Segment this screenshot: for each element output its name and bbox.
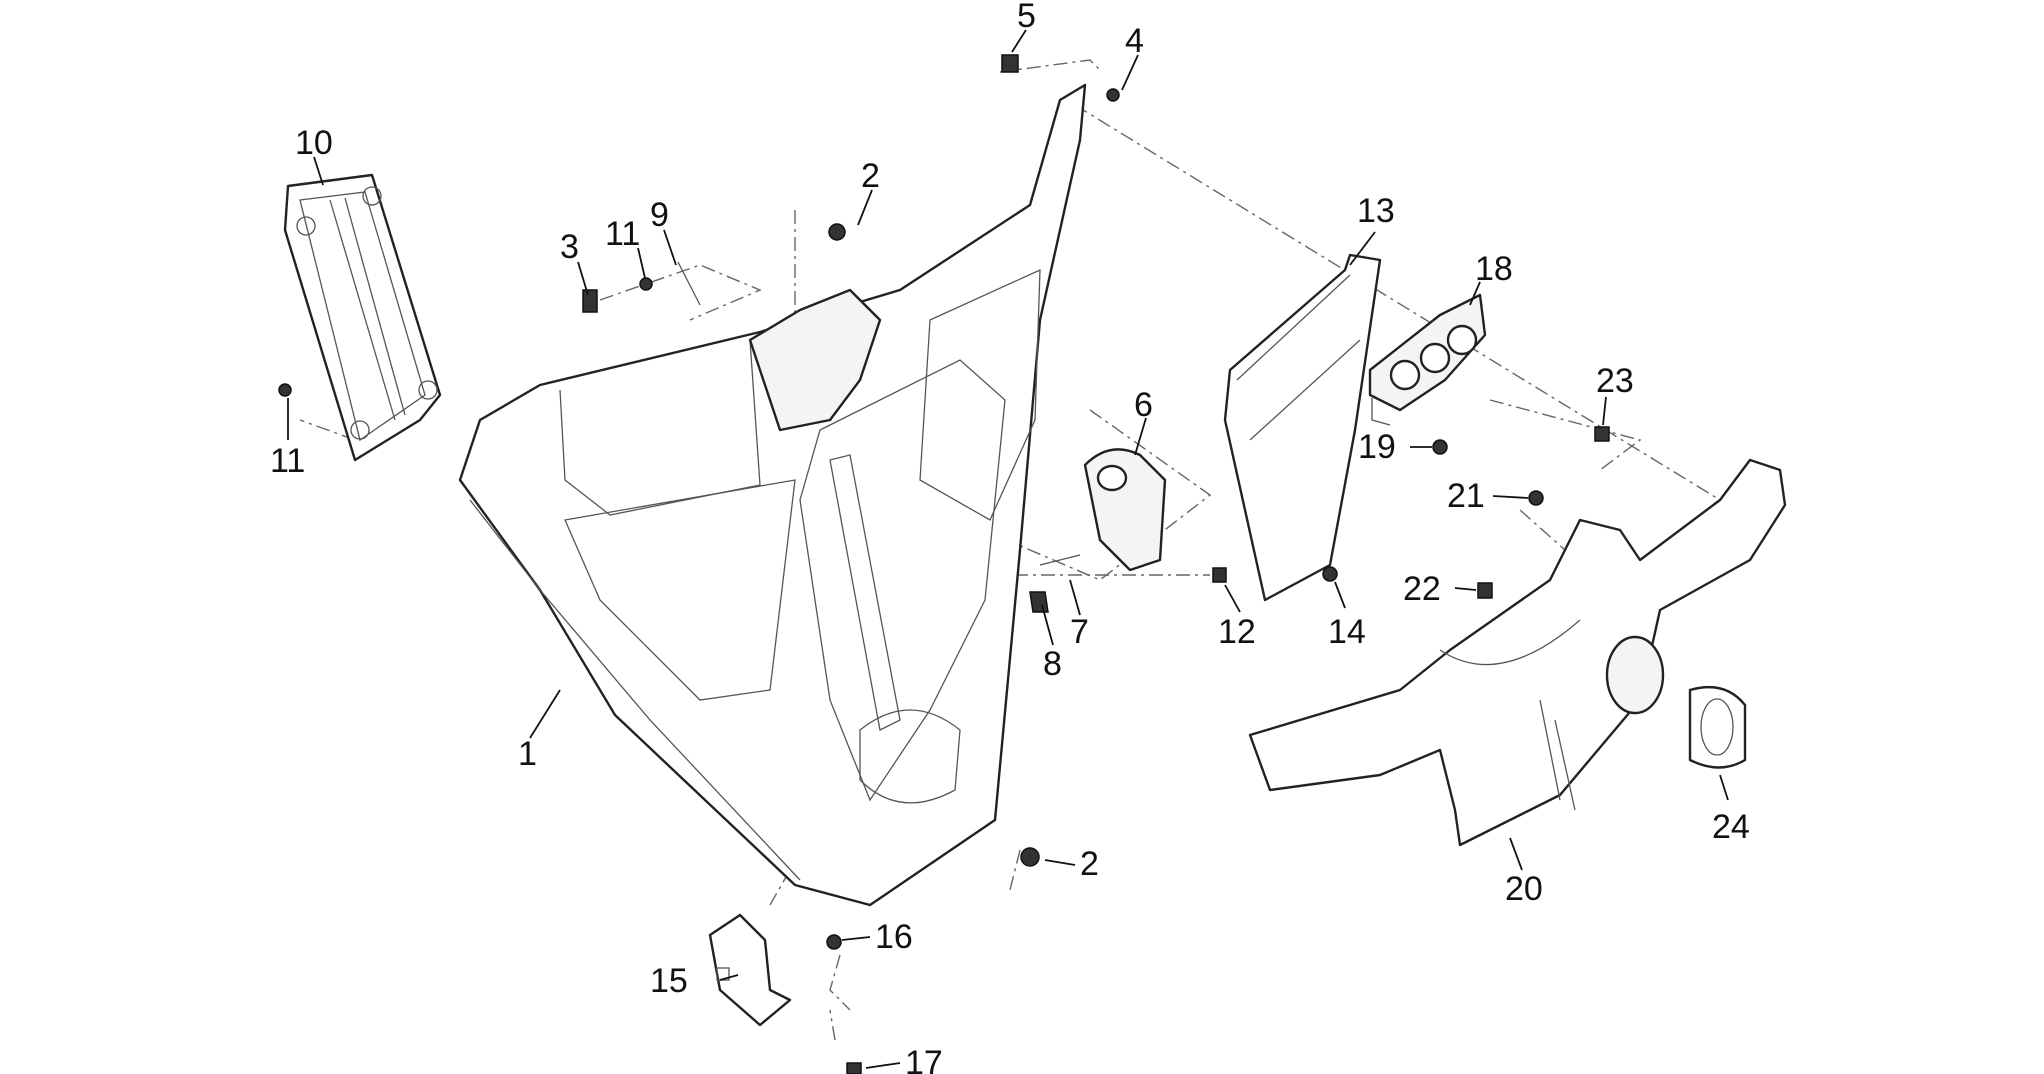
callout-10: 10 xyxy=(295,124,333,162)
callout-15: 15 xyxy=(650,962,688,1000)
callout-1: 1 xyxy=(518,735,537,773)
leader-lines xyxy=(287,29,1729,1069)
part-10-grille-panel xyxy=(283,173,442,462)
callout-labels: 1 2 2 3 4 5 6 7 8 9 10 11 11 12 13 14 15… xyxy=(270,0,1750,1074)
callout-7: 7 xyxy=(1070,613,1089,651)
callout-24: 24 xyxy=(1712,808,1750,846)
part-24-ignition-ring xyxy=(1688,686,1747,769)
callout-11-top: 11 xyxy=(605,215,640,253)
callout-4: 4 xyxy=(1125,22,1144,60)
callout-17: 17 xyxy=(905,1044,943,1074)
callout-5: 5 xyxy=(1017,0,1036,35)
part-13-side-cover xyxy=(1223,253,1382,602)
callout-21: 21 xyxy=(1447,477,1485,515)
callout-16: 16 xyxy=(875,918,913,956)
part-6-bracket xyxy=(1083,448,1167,572)
callout-6: 6 xyxy=(1134,386,1153,424)
callout-19: 19 xyxy=(1358,428,1396,466)
callout-2-lower: 2 xyxy=(1080,845,1099,883)
callout-22: 22 xyxy=(1403,570,1441,608)
callout-20: 20 xyxy=(1505,870,1543,908)
callout-2-upper: 2 xyxy=(861,157,880,195)
callout-18: 18 xyxy=(1475,250,1513,288)
part-18-switch-housing xyxy=(1368,293,1487,426)
callout-8: 8 xyxy=(1043,645,1062,683)
callout-13: 13 xyxy=(1357,192,1395,230)
callout-12: 12 xyxy=(1218,613,1256,651)
part-20-handlebar-cover xyxy=(1248,458,1787,847)
fasteners xyxy=(278,54,1610,1074)
callout-9: 9 xyxy=(650,196,669,234)
callout-23: 23 xyxy=(1596,362,1634,400)
callout-14: 14 xyxy=(1328,613,1366,651)
part-15-lower-bracket xyxy=(708,913,792,1027)
callout-3: 3 xyxy=(560,228,579,266)
callout-11-left: 11 xyxy=(270,442,305,480)
part-1-front-shield xyxy=(458,83,1087,907)
